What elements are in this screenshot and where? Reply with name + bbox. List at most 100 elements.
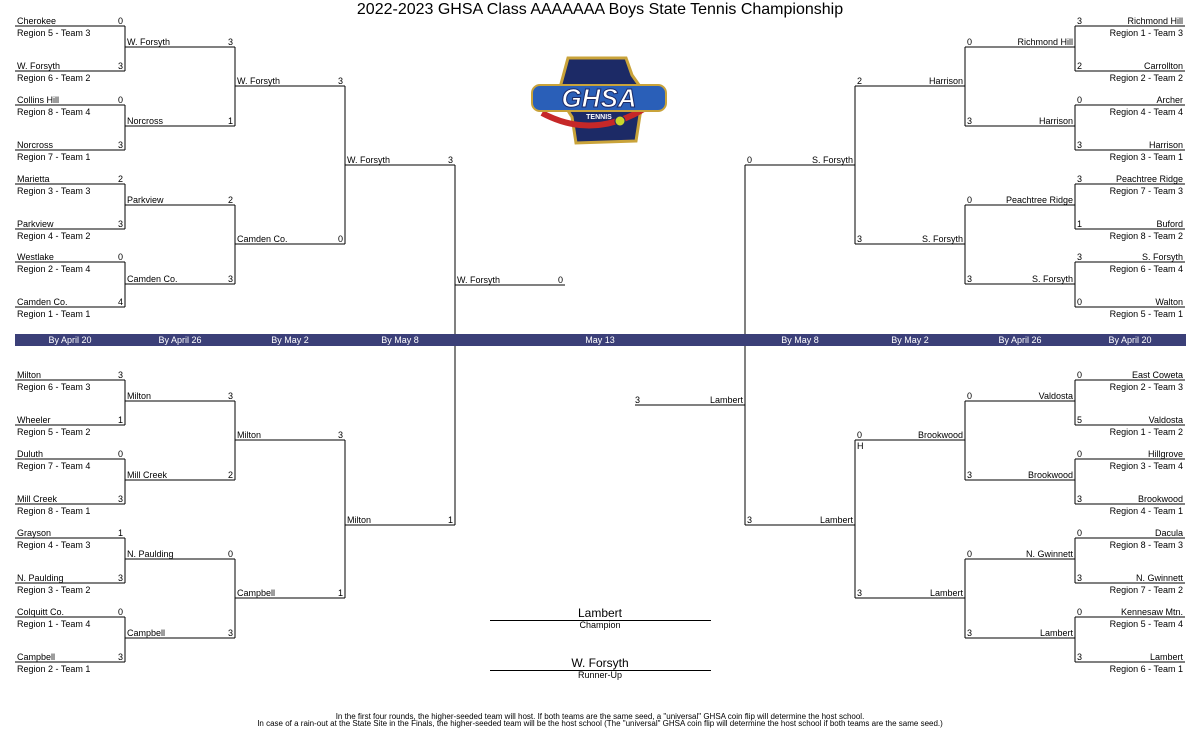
round-date-label: By May 8 <box>381 335 419 345</box>
team-name: Valdosta <box>1148 415 1183 425</box>
team-name: Milton <box>127 391 152 401</box>
host-marker: H <box>857 441 864 451</box>
team-name: W. Forsyth <box>127 37 171 47</box>
score: 4 <box>117 297 123 307</box>
team-name: Brookwood <box>1137 494 1183 504</box>
team-name: Milton <box>17 370 42 380</box>
score: 3 <box>967 274 973 284</box>
score: 3 <box>227 37 233 47</box>
team-name: Mill Creek <box>127 470 168 480</box>
round-date-label: By April 20 <box>1108 335 1152 345</box>
score: 0 <box>227 549 233 559</box>
rain-out-note: In case of a rain-out at the State Site … <box>257 719 943 728</box>
champion-label: Champion <box>579 620 621 630</box>
score: 0 <box>747 155 753 165</box>
ghsa-tennis-logo: GHSA TENNIS <box>531 56 667 145</box>
round-date-band <box>15 334 1186 346</box>
team-name: Lambert <box>819 515 853 525</box>
team-name: S. Forsyth <box>811 155 853 165</box>
round-date-label: By May 2 <box>271 335 309 345</box>
seed-label: Region 3 - Team 2 <box>17 585 91 595</box>
team-name: Lambert <box>929 588 963 598</box>
seed-label: Region 2 - Team 1 <box>17 664 91 674</box>
score: 3 <box>117 494 123 504</box>
score: 3 <box>227 391 233 401</box>
team-name: N. Paulding <box>17 573 64 583</box>
team-name: East Coweta <box>1131 370 1183 380</box>
score: 3 <box>1077 652 1083 662</box>
team-name: Norcross <box>17 140 54 150</box>
team-name: Grayson <box>17 528 52 538</box>
seed-label: Region 5 - Team 1 <box>1109 309 1183 319</box>
page-title: 2022-2023 GHSA Class AAAAAAA Boys State … <box>356 1 844 18</box>
team-name: Campbell <box>237 588 276 598</box>
team-name: Campbell <box>17 652 56 662</box>
seed-label: Region 6 - Team 3 <box>17 382 91 392</box>
score: 0 <box>857 430 863 440</box>
score: 0 <box>967 195 973 205</box>
score: 3 <box>447 155 453 165</box>
score: 5 <box>1077 415 1083 425</box>
team-name: Richmond Hill <box>1127 16 1183 26</box>
finalist-left-score: 0 <box>557 275 563 285</box>
score: 0 <box>117 95 123 105</box>
score: 3 <box>967 470 973 480</box>
runner-up-name: W. Forsyth <box>571 656 629 670</box>
score: 3 <box>1077 140 1083 150</box>
seed-label: Region 4 - Team 4 <box>1109 107 1183 117</box>
seed-label: Region 4 - Team 3 <box>17 540 91 550</box>
seed-label: Region 2 - Team 2 <box>1109 73 1183 83</box>
score: 0 <box>967 37 973 47</box>
seed-label: Region 1 - Team 1 <box>17 309 91 319</box>
team-name: Brookwood <box>1027 470 1073 480</box>
seed-label: Region 1 - Team 2 <box>1109 427 1183 437</box>
score: 3 <box>1077 174 1083 184</box>
team-name: Harrison <box>1148 140 1183 150</box>
team-name: Richmond Hill <box>1017 37 1073 47</box>
score: 2 <box>227 195 233 205</box>
seed-label: Region 7 - Team 3 <box>1109 186 1183 196</box>
score: 1 <box>117 415 123 425</box>
score: 3 <box>117 219 123 229</box>
round-date-label: By April 26 <box>998 335 1042 345</box>
score: 0 <box>1077 607 1083 617</box>
tennis-ball-icon <box>614 115 626 127</box>
team-name: Mill Creek <box>17 494 58 504</box>
score: 3 <box>117 652 123 662</box>
score: 0 <box>967 549 973 559</box>
seed-label: Region 1 - Team 4 <box>17 619 91 629</box>
score: 0 <box>1077 297 1083 307</box>
seed-label: Region 4 - Team 1 <box>1109 506 1183 516</box>
seed-label: Region 3 - Team 1 <box>1109 152 1183 162</box>
logo-subtext: TENNIS <box>586 114 612 121</box>
score: 3 <box>747 515 753 525</box>
team-name: Norcross <box>127 116 164 126</box>
team-name: Wheeler <box>17 415 51 425</box>
champion-line <box>490 620 711 621</box>
round-date-label: May 13 <box>585 335 615 345</box>
seed-label: Region 7 - Team 4 <box>17 461 91 471</box>
runner-up-line <box>490 670 711 671</box>
score: 2 <box>117 174 123 184</box>
score: 0 <box>117 607 123 617</box>
round-date-label: By April 20 <box>48 335 92 345</box>
finalist-left-name: W. Forsyth <box>457 275 501 285</box>
score: 3 <box>117 370 123 380</box>
team-name: Collins Hill <box>17 95 60 105</box>
team-name: Cherokee <box>17 16 57 26</box>
team-name: Colquitt Co. <box>17 607 65 617</box>
team-name: Campbell <box>127 628 166 638</box>
team-name: S. Forsyth <box>1031 274 1073 284</box>
team-name: Walton <box>1155 297 1183 307</box>
team-name: Milton <box>347 515 372 525</box>
round-date-label: By May 8 <box>781 335 819 345</box>
finalist-right-name: Lambert <box>709 395 743 405</box>
team-name: Buford <box>1156 219 1183 229</box>
score: 0 <box>1077 528 1083 538</box>
round-date-label: By May 2 <box>891 335 929 345</box>
score: 3 <box>1077 252 1083 262</box>
seed-label: Region 6 - Team 2 <box>17 73 91 83</box>
score: 3 <box>337 430 343 440</box>
score: 1 <box>447 515 453 525</box>
seed-label: Region 5 - Team 2 <box>17 427 91 437</box>
